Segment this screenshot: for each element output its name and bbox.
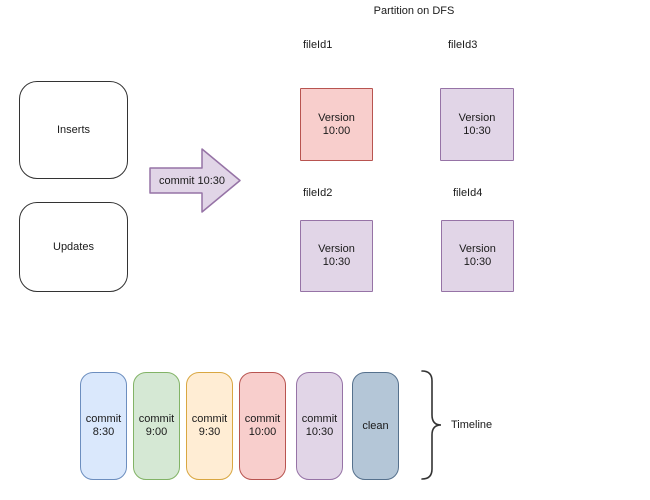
timeline-item-commit-830: commit 8:30 xyxy=(80,372,127,480)
timeline-item-label: commit 8:30 xyxy=(85,413,122,438)
partition-title: Partition on DFS xyxy=(373,5,455,17)
timeline-label: Timeline xyxy=(451,419,493,431)
file-version-box-4: Version 10:30 xyxy=(441,220,514,292)
updates-box: Updates xyxy=(19,202,128,292)
version-label-4: Version 10:30 xyxy=(459,243,496,268)
commit-arrow-icon xyxy=(149,148,241,213)
timeline-item-label: commit 10:00 xyxy=(244,413,281,438)
inserts-label: Inserts xyxy=(56,123,90,136)
file-id-label-4: fileId4 xyxy=(453,187,483,199)
version-label-2: Version 10:30 xyxy=(318,243,355,268)
timeline-item-label: commit 9:00 xyxy=(138,413,175,438)
version-label-1: Version 10:00 xyxy=(318,111,355,137)
timeline-item-label: commit 9:30 xyxy=(191,413,228,438)
file-id-label-2: fileId2 xyxy=(303,187,333,199)
timeline-item-label: commit 10:30 xyxy=(301,413,338,438)
timeline-item-commit-1000: commit 10:00 xyxy=(239,372,286,480)
timeline-item-commit-900: commit 9:00 xyxy=(133,372,180,480)
commit-arrow-label: commit 10:30 xyxy=(158,175,226,187)
timeline-item-commit-1030: commit 10:30 xyxy=(296,372,343,480)
file-id-label-1: fileId1 xyxy=(303,39,333,51)
timeline-item-clean: clean xyxy=(352,372,399,480)
inserts-box: Inserts xyxy=(19,81,128,179)
version-label-3: Version 10:30 xyxy=(458,111,496,137)
file-version-box-2: Version 10:30 xyxy=(300,220,373,292)
file-version-box-3: Version 10:30 xyxy=(440,88,514,161)
timeline-item-label: clean xyxy=(362,419,389,432)
file-version-box-1: Version 10:00 xyxy=(300,88,373,161)
file-id-label-3: fileId3 xyxy=(448,39,478,51)
curly-brace-icon xyxy=(421,370,442,480)
timeline-item-commit-930: commit 9:30 xyxy=(186,372,233,480)
updates-label: Updates xyxy=(53,240,94,253)
